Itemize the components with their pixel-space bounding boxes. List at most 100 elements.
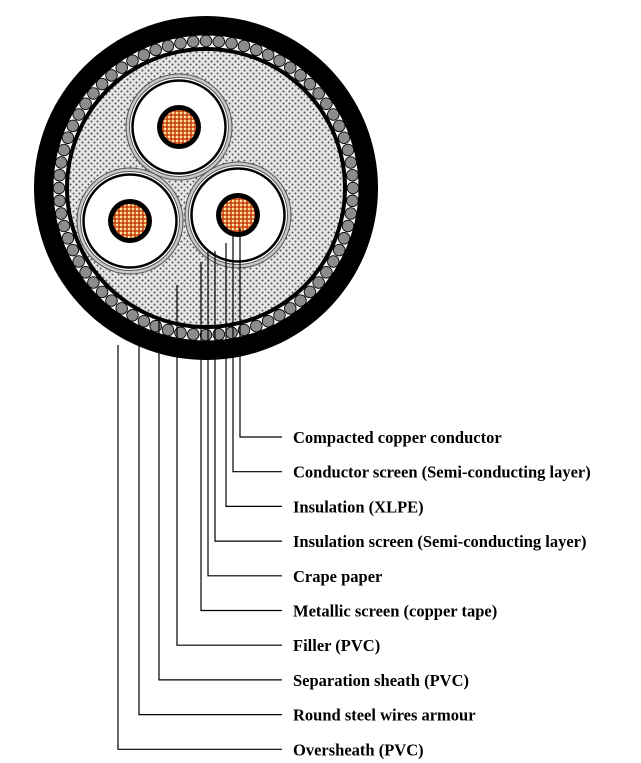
leader-line-insulation-screen — [214, 251, 282, 542]
armour-wire — [61, 232, 75, 245]
armour-wire — [225, 36, 238, 50]
label-insulation-screen: Insulation screen (Semi-conducting layer… — [293, 532, 586, 551]
armour-wire — [79, 266, 92, 279]
armour-wire — [137, 48, 151, 62]
armour-wire — [332, 119, 346, 133]
leader-line-compacted-copper-conductor — [239, 228, 282, 438]
armour-wire — [332, 243, 346, 257]
label-metallic-screen: Metallic screen (copper tape) — [293, 602, 497, 621]
armour-wire — [284, 302, 297, 315]
label-oversheath: Oversheath (PVC) — [293, 740, 424, 759]
leader-line-oversheath — [117, 345, 282, 750]
armour-wire — [95, 77, 109, 91]
armour-wire — [294, 69, 307, 82]
armour-wire — [126, 54, 139, 67]
copper-conductor — [113, 204, 147, 238]
label-armour: Round steel wires armour — [293, 706, 476, 725]
armour-wire — [61, 131, 75, 144]
armour-wire — [137, 314, 151, 328]
armour-wire — [66, 119, 80, 133]
label-compacted-copper-conductor: Compacted copper conductor — [293, 428, 502, 447]
label-separation-sheath: Separation sheath (PVC) — [293, 671, 469, 690]
leader-line-conductor-screen — [232, 236, 282, 473]
armour-wire — [303, 285, 317, 299]
leader-line-separation-sheath — [158, 322, 282, 681]
armour-wire — [312, 276, 325, 289]
label-filler: Filler (PVC) — [293, 636, 380, 655]
leader-line-metallic-screen — [200, 262, 282, 612]
armour-wire — [52, 181, 66, 195]
armour-wire — [303, 77, 317, 91]
armour-wire — [337, 131, 351, 144]
cable-core — [184, 161, 292, 269]
leader-line-filler — [176, 285, 282, 646]
armour-wire — [105, 294, 118, 307]
armour-wire — [174, 36, 187, 50]
armour-wire — [212, 35, 226, 48]
armour-wire — [115, 302, 128, 315]
armour-wire — [346, 194, 359, 208]
armour-wire — [57, 219, 71, 233]
armour-wire — [346, 181, 360, 195]
leader-line-armour — [138, 329, 282, 716]
armour-wire — [54, 207, 68, 220]
armour-wire — [105, 69, 118, 82]
armour-wire — [57, 143, 71, 157]
copper-conductor — [162, 110, 196, 144]
armour-wire — [199, 34, 213, 48]
armour-wire — [341, 143, 355, 157]
armour-wire — [312, 87, 325, 100]
armour-wire — [341, 219, 355, 233]
armour-wire — [66, 243, 80, 257]
armour-wire — [72, 255, 85, 268]
armour-wire — [54, 156, 68, 169]
armour-wire — [337, 232, 351, 245]
label-conductor-screen: Conductor screen (Semi-conducting layer) — [293, 463, 591, 482]
armour-wire — [273, 309, 286, 322]
armour-wire — [320, 97, 333, 110]
copper-conductor — [221, 198, 255, 232]
armour-wire — [225, 326, 238, 340]
armour-wire — [53, 194, 66, 208]
armour-wire — [344, 156, 358, 169]
cable-cores — [76, 73, 292, 275]
armour-wire — [149, 43, 162, 57]
leader-line-insulation — [225, 243, 282, 507]
armour-wire — [87, 276, 100, 289]
armour-wire — [79, 97, 92, 110]
armour-wire — [115, 61, 128, 74]
armour-wire — [72, 108, 85, 121]
armour-wire — [126, 309, 139, 322]
armour-wire — [327, 255, 340, 268]
armour-wire — [327, 108, 340, 121]
cable-core — [76, 167, 184, 275]
armour-wire — [186, 35, 200, 48]
armour-wire — [237, 39, 251, 53]
armour-wire — [149, 319, 162, 333]
label-crape-paper: Crape paper — [293, 567, 382, 586]
armour-wire — [199, 328, 213, 342]
armour-wire — [346, 168, 359, 182]
armour-wire — [237, 323, 251, 337]
armour-wire — [161, 39, 175, 53]
leader-line-crape-paper — [207, 252, 282, 577]
armour-wire — [294, 294, 307, 307]
armour-wire — [284, 61, 297, 74]
armour-wire — [53, 168, 66, 182]
armour-wire — [95, 285, 109, 299]
round-steel-wires-armour — [52, 34, 360, 342]
armour-wire — [250, 319, 263, 333]
armour-wire — [344, 207, 358, 220]
label-insulation: Insulation (XLPE) — [293, 497, 424, 516]
armour-wire — [87, 87, 100, 100]
armour-wire — [320, 266, 333, 279]
cable-core — [125, 73, 233, 181]
armour-wire — [212, 328, 226, 341]
armour-wire — [186, 328, 200, 341]
armour-wire — [250, 43, 263, 57]
armour-wire — [261, 314, 275, 328]
leader-lines — [117, 228, 282, 750]
armour-wire — [161, 323, 175, 337]
